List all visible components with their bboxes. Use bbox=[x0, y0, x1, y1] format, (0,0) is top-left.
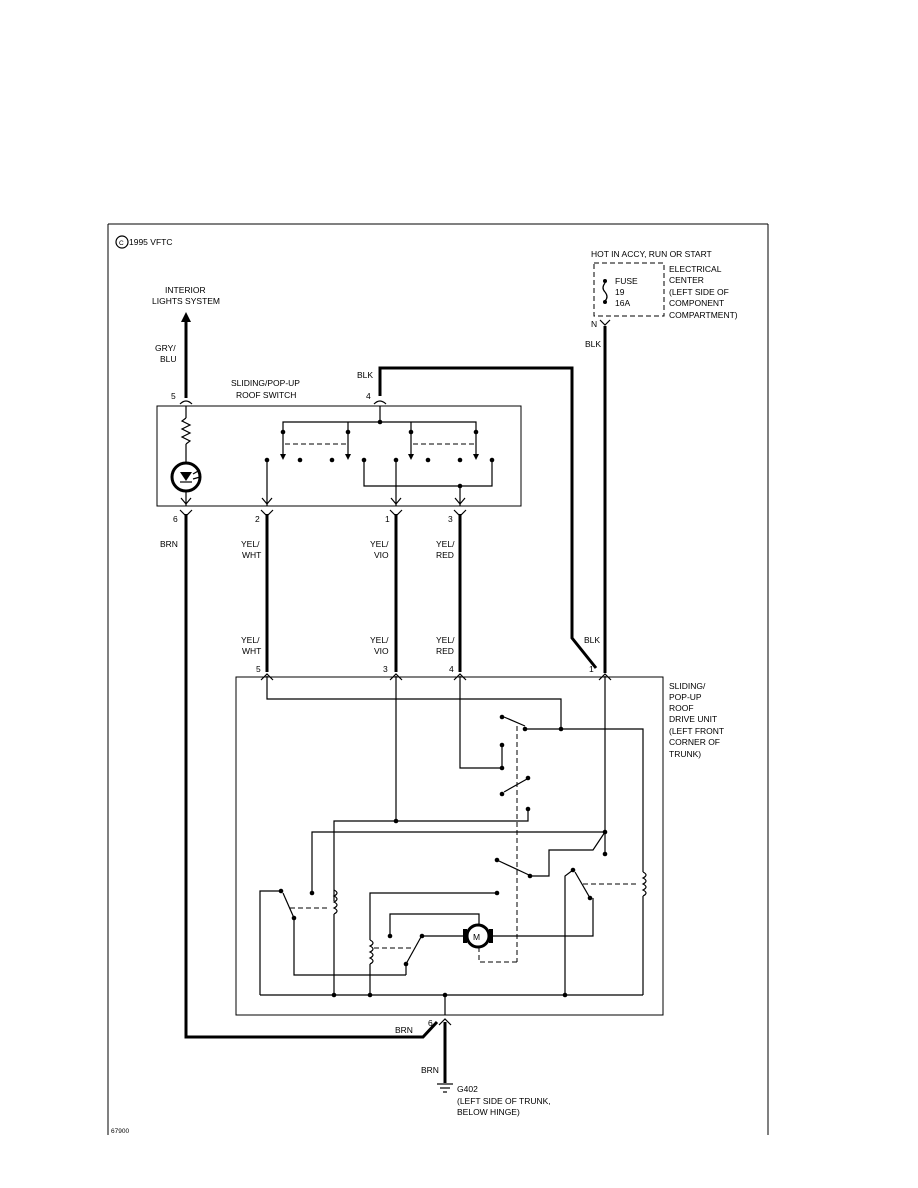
svg-text:BELOW HINGE): BELOW HINGE) bbox=[457, 1107, 520, 1117]
svg-text:(LEFT SIDE OF: (LEFT SIDE OF bbox=[669, 287, 729, 297]
copyright-notice: C 1995 VFTC bbox=[115, 235, 172, 249]
motor-icon: M bbox=[463, 923, 493, 949]
interior-lights-label: INTERIOR LIGHTS SYSTEM bbox=[152, 285, 220, 306]
ground-icon bbox=[437, 1083, 453, 1093]
ground-label: G402 (LEFT SIDE OF TRUNK, BELOW HINGE) bbox=[457, 1084, 551, 1117]
illumination-lamp-icon bbox=[170, 461, 202, 493]
figure-number: 67900 bbox=[111, 1128, 129, 1135]
svg-text:ROOF: ROOF bbox=[669, 703, 694, 713]
svg-text:6: 6 bbox=[173, 514, 178, 524]
svg-text:ROOF SWITCH: ROOF SWITCH bbox=[236, 390, 296, 400]
svg-text:SLIDING/: SLIDING/ bbox=[669, 681, 706, 691]
svg-text:LIGHTS SYSTEM: LIGHTS SYSTEM bbox=[152, 296, 220, 306]
electrical-center-box bbox=[593, 262, 665, 317]
svg-text:1: 1 bbox=[589, 664, 594, 674]
svg-text:BLU: BLU bbox=[160, 354, 177, 364]
wire-blk-switch bbox=[378, 366, 598, 669]
svg-text:YEL/: YEL/ bbox=[436, 635, 455, 645]
svg-text:BRN: BRN bbox=[395, 1025, 413, 1035]
svg-text:WHT: WHT bbox=[242, 550, 261, 560]
copyright-symbol: C bbox=[119, 240, 124, 247]
svg-text:INTERIOR: INTERIOR bbox=[165, 285, 206, 295]
arrow-up-icon bbox=[181, 312, 191, 322]
svg-text:G402: G402 bbox=[457, 1084, 478, 1094]
copyright-icon bbox=[115, 235, 129, 249]
svg-text:4: 4 bbox=[449, 664, 454, 674]
wire-brn-switch bbox=[184, 514, 439, 1039]
svg-text:YEL/: YEL/ bbox=[241, 539, 260, 549]
svg-text:VIO: VIO bbox=[374, 550, 389, 560]
svg-text:BRN: BRN bbox=[421, 1065, 439, 1075]
svg-text:5: 5 bbox=[171, 391, 176, 401]
relay-coil-left-icon bbox=[332, 889, 338, 915]
power-source-label: HOT IN ACCY, RUN OR START bbox=[591, 249, 712, 259]
roof-switch-box bbox=[156, 405, 522, 507]
svg-text:COMPARTMENT): COMPARTMENT) bbox=[669, 310, 738, 320]
drive-unit-label: SLIDING/ POP-UP ROOF DRIVE UNIT (LEFT FR… bbox=[669, 681, 724, 759]
svg-text:YEL/: YEL/ bbox=[241, 635, 260, 645]
svg-text:BLK: BLK bbox=[357, 370, 373, 380]
svg-text:YEL/: YEL/ bbox=[370, 635, 389, 645]
electrical-center-label: ELECTRICAL CENTER (LEFT SIDE OF COMPONEN… bbox=[669, 264, 738, 320]
svg-text:YEL/: YEL/ bbox=[436, 539, 455, 549]
resistor-icon bbox=[180, 417, 192, 445]
svg-text:COMPONENT: COMPONENT bbox=[669, 298, 724, 308]
terminal-n: N bbox=[591, 319, 597, 329]
svg-text:2: 2 bbox=[255, 514, 260, 524]
relay-coil-right-icon bbox=[641, 871, 647, 897]
svg-text:1: 1 bbox=[385, 514, 390, 524]
svg-text:3: 3 bbox=[448, 514, 453, 524]
copyright-text: 1995 VFTC bbox=[129, 237, 172, 247]
svg-text:POP-UP: POP-UP bbox=[669, 692, 702, 702]
svg-text:FUSE: FUSE bbox=[615, 276, 638, 286]
svg-text:BLK: BLK bbox=[585, 339, 601, 349]
relay-coil-center-icon bbox=[368, 939, 374, 965]
svg-text:19: 19 bbox=[615, 287, 625, 297]
svg-text:CORNER OF: CORNER OF bbox=[669, 737, 720, 747]
svg-text:CENTER: CENTER bbox=[669, 275, 704, 285]
page-frame bbox=[107, 223, 769, 1135]
svg-text:ELECTRICAL: ELECTRICAL bbox=[669, 264, 722, 274]
svg-text:M: M bbox=[473, 932, 480, 942]
drive-unit-box bbox=[235, 676, 664, 1016]
svg-text:GRY/: GRY/ bbox=[155, 343, 176, 353]
svg-text:(LEFT SIDE OF TRUNK,: (LEFT SIDE OF TRUNK, bbox=[457, 1096, 551, 1106]
svg-text:RED: RED bbox=[436, 550, 454, 560]
connector-n bbox=[599, 319, 611, 326]
svg-text:(LEFT FRONT: (LEFT FRONT bbox=[669, 726, 724, 736]
svg-text:BRN: BRN bbox=[160, 539, 178, 549]
roof-switch-label: SLIDING/POP-UP ROOF SWITCH bbox=[231, 378, 300, 400]
svg-text:YEL/: YEL/ bbox=[370, 539, 389, 549]
svg-text:TRUNK): TRUNK) bbox=[669, 749, 701, 759]
svg-text:RED: RED bbox=[436, 646, 454, 656]
svg-text:BLK: BLK bbox=[584, 635, 600, 645]
svg-text:4: 4 bbox=[366, 391, 371, 401]
svg-text:WHT: WHT bbox=[242, 646, 261, 656]
svg-text:5: 5 bbox=[256, 664, 261, 674]
svg-text:SLIDING/POP-UP: SLIDING/POP-UP bbox=[231, 378, 300, 388]
svg-text:VIO: VIO bbox=[374, 646, 389, 656]
svg-text:6: 6 bbox=[428, 1018, 433, 1028]
svg-text:DRIVE UNIT: DRIVE UNIT bbox=[669, 714, 717, 724]
svg-text:3: 3 bbox=[383, 664, 388, 674]
fuse-19: FUSE 19 16A bbox=[602, 276, 638, 308]
svg-text:16A: 16A bbox=[615, 298, 630, 308]
